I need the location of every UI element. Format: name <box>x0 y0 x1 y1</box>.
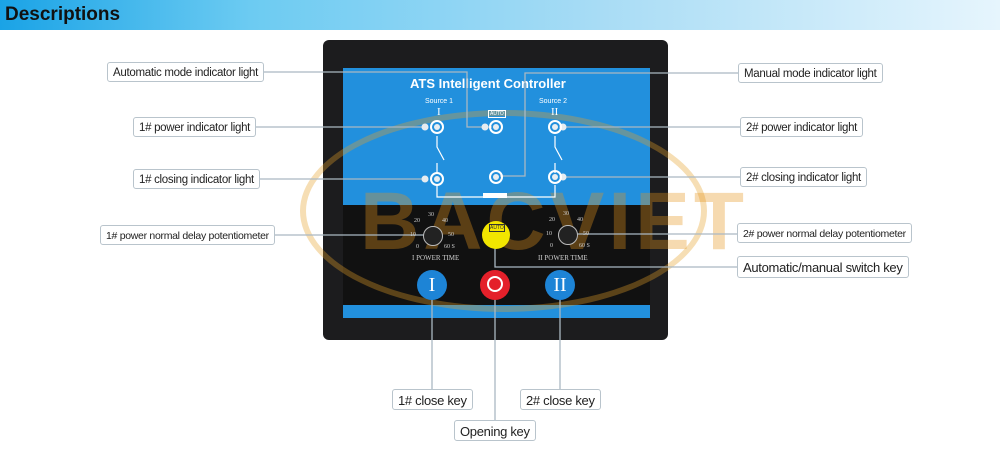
closing1-indicator-light <box>430 172 444 186</box>
label-power1: 1# power indicator light <box>133 117 257 137</box>
section-header: Descriptions <box>0 0 1000 30</box>
section-title: Descriptions <box>5 4 121 25</box>
auto-mode-indicator-light <box>489 120 503 134</box>
load-icon <box>483 193 507 198</box>
dial1-tick: 60 S <box>444 244 455 250</box>
dial2-tick: 40 <box>577 217 583 223</box>
dial2-tick: 30 <box>563 211 569 217</box>
dial1-tick: 0 <box>416 244 419 250</box>
opening-key[interactable] <box>480 270 510 300</box>
label-closing2: 2# closing indicator light <box>740 167 867 187</box>
switch-key-auto-badge: AUTO <box>489 224 505 232</box>
dial1-tick: 10 <box>410 232 416 238</box>
opening-ring-icon <box>487 276 503 292</box>
dial1-tick: 30 <box>428 212 434 218</box>
auto-manual-switch-key[interactable]: AUTO <box>482 221 510 249</box>
power-time-1-label: I POWER TIME <box>412 254 460 262</box>
label-close1: 1# close key <box>392 389 473 410</box>
dial2-tick: 0 <box>550 243 553 249</box>
watermark-ring <box>300 110 707 312</box>
source2-label: Source 2 <box>539 98 568 105</box>
close-1-key[interactable]: I <box>417 270 447 300</box>
dial1-tick: 50 <box>448 232 454 238</box>
power2-delay-potentiometer[interactable] <box>558 225 578 245</box>
power2-indicator-light <box>548 120 562 134</box>
auto-badge: AUTO <box>488 110 506 118</box>
watermark: BACVIET <box>360 176 748 267</box>
power1-indicator-light <box>430 120 444 134</box>
power1-delay-potentiometer[interactable] <box>423 226 443 246</box>
dial1-tick: 40 <box>442 218 448 224</box>
label-pot1: 1# power normal delay potentiometer <box>100 225 275 245</box>
closing2-indicator-light <box>548 170 562 184</box>
dial2-tick: 10 <box>546 231 552 237</box>
close-2-key[interactable]: II <box>545 270 575 300</box>
label-close2: 2# close key <box>520 389 601 410</box>
label-opening: Opening key <box>454 420 536 441</box>
source1-roman: I <box>437 106 441 118</box>
dial1-tick: 20 <box>414 218 420 224</box>
label-power2: 2# power indicator light <box>740 117 864 137</box>
label-pot2: 2# power normal delay potentiometer <box>737 223 912 243</box>
source1-label: Source 1 <box>425 98 454 105</box>
device-title: ATS Intelligent Controller <box>410 76 566 91</box>
dial2-tick: 60 S <box>579 243 590 249</box>
label-auto-mode: Automatic mode indicator light <box>107 62 265 82</box>
label-closing1: 1# closing indicator light <box>133 169 260 189</box>
label-switch-key: Automatic/manual switch key <box>737 256 909 278</box>
power-time-2-label: II POWER TIME <box>538 254 588 262</box>
dial2-tick: 50 <box>583 231 589 237</box>
source2-roman: II <box>551 106 559 118</box>
dial2-tick: 20 <box>549 217 555 223</box>
label-manual-mode: Manual mode indicator light <box>738 63 883 83</box>
manual-mode-indicator-light <box>489 170 503 184</box>
